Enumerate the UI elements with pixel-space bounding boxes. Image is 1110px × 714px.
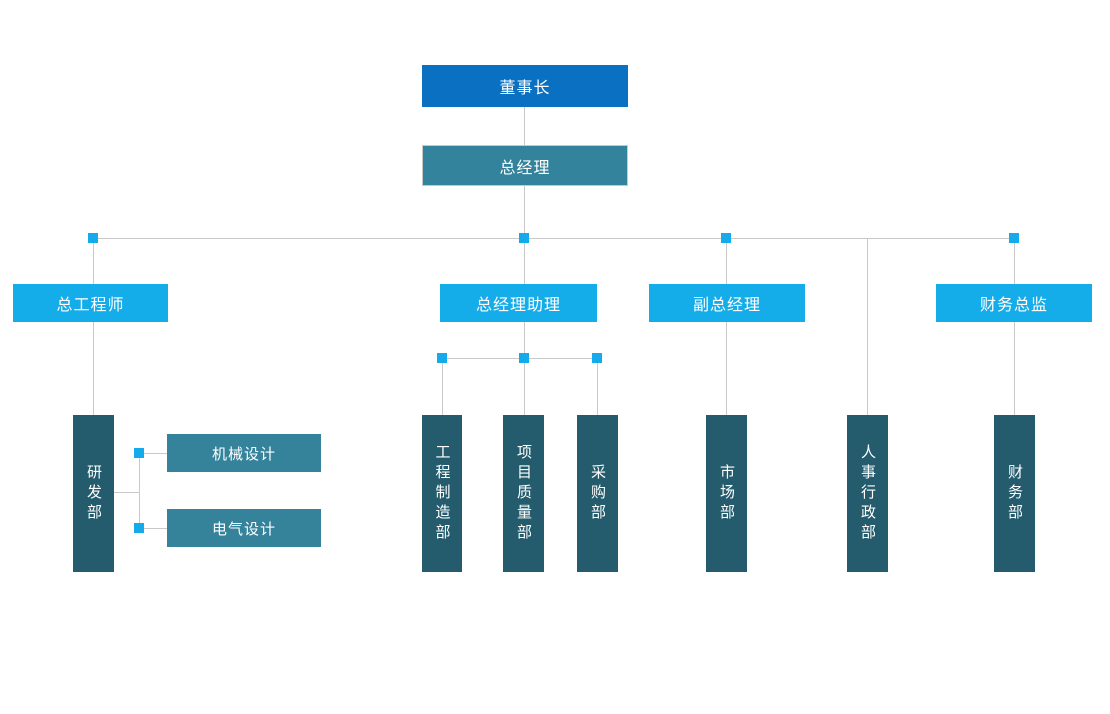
connector-line <box>597 358 598 415</box>
org-node-project-quality-dept[interactable]: 项目质量部 <box>503 415 544 572</box>
org-node-finance-dept[interactable]: 财务部 <box>994 415 1035 572</box>
connector-anchor-dot[interactable] <box>1009 233 1019 243</box>
connector-line <box>1014 322 1015 415</box>
connector-line <box>93 238 94 284</box>
connector-anchor-dot[interactable] <box>721 233 731 243</box>
connector-line <box>524 107 525 145</box>
connector-line <box>114 492 139 493</box>
connector-anchor-dot[interactable] <box>592 353 602 363</box>
org-node-chief-engineer[interactable]: 总工程师 <box>13 284 168 322</box>
org-node-deputy-gm[interactable]: 副总经理 <box>649 284 805 322</box>
connector-line <box>524 358 525 415</box>
org-node-rd-dept[interactable]: 研发部 <box>73 415 114 572</box>
org-node-hr-admin-dept[interactable]: 人事行政部 <box>847 415 888 572</box>
org-node-engineering-manufacturing-dept[interactable]: 工程制造部 <box>422 415 462 572</box>
connector-line <box>726 238 727 284</box>
connector-anchor-dot[interactable] <box>519 233 529 243</box>
connector-line <box>524 322 525 358</box>
connector-anchor-dot[interactable] <box>134 523 144 533</box>
connector-line <box>139 453 167 454</box>
connector-anchor-dot[interactable] <box>134 448 144 458</box>
org-node-marketing-dept[interactable]: 市场部 <box>706 415 747 572</box>
org-node-general-manager[interactable]: 总经理 <box>422 145 628 186</box>
connector-line <box>93 238 1014 239</box>
connector-line <box>1014 238 1015 284</box>
connector-line <box>139 528 167 529</box>
connector-line <box>93 322 94 415</box>
connector-anchor-dot[interactable] <box>88 233 98 243</box>
org-node-chairman[interactable]: 董事长 <box>422 65 628 107</box>
org-node-mechanical-design[interactable]: 机械设计 <box>167 434 321 472</box>
org-node-gm-assistant[interactable]: 总经理助理 <box>440 284 597 322</box>
connector-anchor-dot[interactable] <box>437 353 447 363</box>
connector-anchor-dot[interactable] <box>519 353 529 363</box>
connector-line <box>726 322 727 415</box>
connector-line <box>442 358 443 415</box>
connector-line <box>139 453 140 528</box>
connector-line <box>524 186 525 238</box>
org-node-procurement-dept[interactable]: 采购部 <box>577 415 618 572</box>
org-node-finance-director[interactable]: 财务总监 <box>936 284 1092 322</box>
org-node-electrical-design[interactable]: 电气设计 <box>167 509 321 547</box>
connector-line <box>867 238 868 415</box>
connector-line <box>524 238 525 284</box>
